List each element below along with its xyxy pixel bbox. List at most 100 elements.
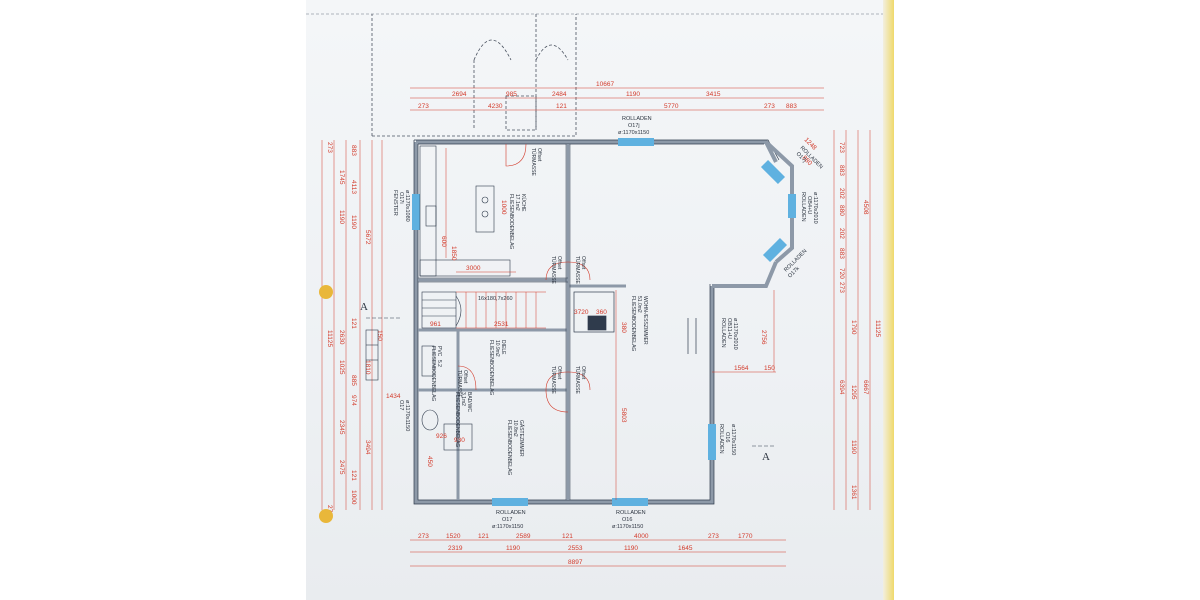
window-id: O16 [724, 432, 730, 442]
window-size: ø:1170x1150 [730, 424, 736, 455]
dim-left-labels: 11125 1745 1190 5672 1810 3494 4113 1190… [326, 142, 383, 516]
svg-text:FLIESENBODENBELAG: FLIESENBODENBELAG [506, 420, 512, 475]
svg-text:6667: 6667 [862, 380, 869, 395]
window-label: ROLLADEN [800, 192, 806, 222]
dim-150: 150 [764, 365, 775, 372]
terrace-outline [371, 14, 577, 137]
dim-top: 3415 [706, 91, 721, 98]
dimension-lines-top [410, 87, 824, 111]
section-mark-right: A [762, 451, 770, 463]
dim-kitchen-width: 3000 [466, 265, 481, 272]
svg-text:883: 883 [838, 248, 845, 259]
exterior-walls-outline [413, 139, 780, 505]
dim-kitchen-depth: 600 [440, 236, 447, 247]
svg-text:FLIESENBODENBELAG: FLIESENBODENBELAG [488, 340, 494, 395]
svg-text:2475: 2475 [338, 460, 345, 475]
radiator-marker [365, 329, 379, 381]
terrace-door [687, 318, 697, 354]
dim-bottom: 121 [562, 533, 573, 540]
dim-1434: 1434 [386, 393, 401, 400]
dim-3720: 3720 [574, 309, 589, 316]
svg-text:3.1m2: 3.1m2 [460, 392, 466, 406]
dim-bottom-overall: 8897 [568, 559, 583, 566]
window-size: ø:1170x1150 [618, 130, 649, 136]
window-label: ROLLADEN [616, 510, 646, 516]
dim-kitchen-side: 1000 [500, 200, 507, 215]
svg-text:1190: 1190 [350, 215, 357, 229]
svg-text:880: 880 [838, 205, 845, 216]
dim-top: 273 [764, 103, 775, 110]
svg-text:4508: 4508 [862, 200, 869, 215]
dimension-lines-bottom [410, 539, 786, 567]
svg-text:FLIESENBODENBELAG: FLIESENBODENBELAG [630, 296, 636, 351]
svg-text:1000: 1000 [350, 490, 357, 505]
window-label: ROLLADEN [622, 116, 652, 122]
dim-1564: 1564 [734, 365, 749, 372]
svg-text:11125: 11125 [874, 320, 881, 337]
svg-text:1190: 1190 [850, 440, 857, 454]
svg-text:4113: 4113 [350, 180, 357, 194]
dim-926: 926 [436, 433, 447, 440]
dim-right-labels: 11125 4508 6667 1790 1295 1190 1361 723 … [838, 142, 881, 500]
svg-text:121: 121 [350, 318, 357, 329]
window-id: O17j [628, 123, 640, 129]
door-spec: TÜRMASSE [574, 366, 581, 394]
window-west [412, 194, 420, 230]
dim-bottom: 1770 [738, 533, 753, 540]
drawing-sheet: 10667 2694 985 2484 1190 3415 273 4230 1… [306, 0, 894, 600]
svg-text:1295: 1295 [850, 385, 857, 400]
window-size: ø:1170x1150 [404, 400, 410, 431]
door-offset: Offset [462, 370, 468, 384]
binder-hole-top [319, 285, 333, 299]
dim-top: 883 [786, 103, 797, 110]
window-east [708, 424, 716, 460]
svg-text:1361: 1361 [850, 485, 857, 500]
svg-text:885: 885 [350, 375, 357, 386]
window-south-right [612, 498, 648, 506]
dim-360: 360 [596, 309, 607, 316]
svg-text:121: 121 [350, 470, 357, 481]
svg-text:273: 273 [838, 282, 845, 293]
door-offset: Offset [556, 366, 562, 380]
dim-bottom: 1190 [624, 545, 638, 552]
dim-top: 2694 [452, 91, 467, 98]
dim-top: 5770 [664, 103, 679, 110]
svg-text:GÄSTEZIMMER: GÄSTEZIMMER [518, 420, 525, 457]
svg-text:1025: 1025 [338, 360, 345, 375]
svg-text:883: 883 [838, 165, 845, 176]
interior-walls [418, 144, 626, 500]
svg-text:202: 202 [838, 188, 845, 199]
binder-hole-bottom [319, 509, 333, 523]
stair-spec: 16x180,7x260 [478, 296, 513, 302]
dim-top: 273 [418, 103, 429, 110]
room-guest: GÄSTEZIMMER 10.8m2 FLIESENBODENBELAG [506, 420, 525, 475]
door-spec: TÜRMASSE [574, 256, 581, 284]
svg-text:FLIESENBODENBELAG: FLIESENBODENBELAG [454, 392, 460, 447]
window-bay-mid [788, 194, 796, 218]
windows [412, 138, 796, 506]
paper-edge [883, 0, 894, 600]
svg-text:10.8m2: 10.8m2 [512, 420, 518, 437]
dim-top-overall: 10667 [596, 81, 614, 88]
dim-bottom: 2589 [516, 533, 531, 540]
svg-text:6394: 6394 [838, 380, 845, 395]
svg-text:FLIESENBODENBELAG: FLIESENBODENBELAG [430, 346, 436, 401]
chimney [573, 291, 615, 333]
dim-2756: 2756 [760, 330, 767, 345]
svg-text:KÜCHE: KÜCHE [520, 194, 527, 212]
svg-text:723: 723 [838, 142, 845, 153]
bathroom-fixtures [421, 345, 473, 451]
room-living: WOHN-/ESSZIMMER 51.0m2 FLIESENBODENBELAG [630, 296, 648, 351]
svg-text:WOHN-/ESSZIMMER: WOHN-/ESSZIMMER [642, 296, 648, 345]
room-kitchen: KÜCHE 17.1m2 FLIESENBODENBELAG [508, 194, 527, 249]
room-bath: BAD/WC 3.1m2 FLIESENBODENBELAG [454, 392, 472, 447]
window-id: O16 [622, 517, 632, 523]
svg-text:2630: 2630 [338, 330, 345, 345]
window-label: ROLLADEN [718, 424, 724, 454]
door-offset: Offset [580, 366, 586, 380]
window-id: OB4+U [806, 196, 812, 214]
window-label: FENSTER [392, 190, 398, 216]
inner-dimension-lines [445, 148, 776, 500]
svg-text:10.9m2: 10.9m2 [494, 340, 500, 357]
door-spec: TÜRMASSE [530, 148, 537, 176]
